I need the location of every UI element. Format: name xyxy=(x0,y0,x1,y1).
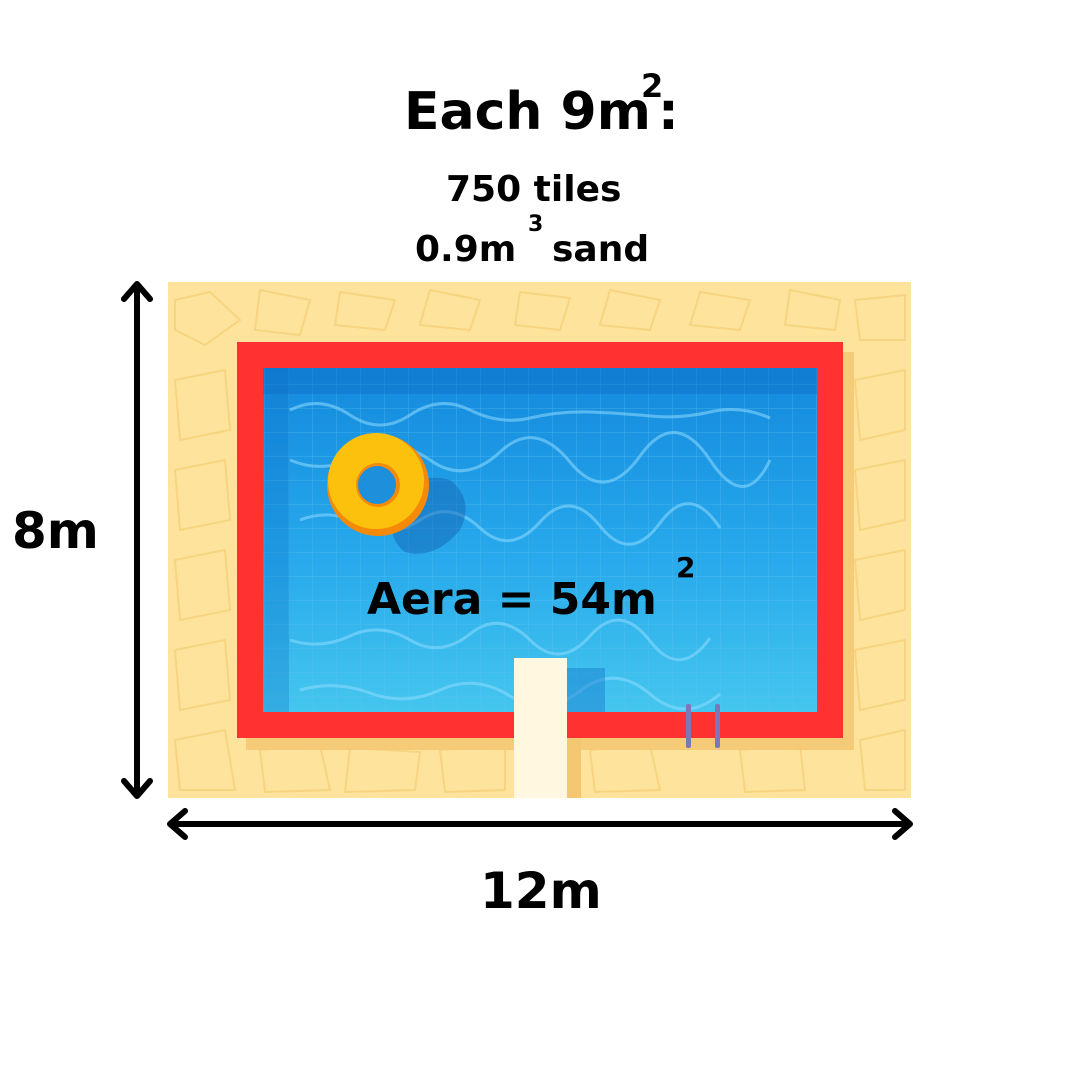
diving-board xyxy=(514,658,605,798)
height-label: 8m xyxy=(12,502,99,560)
area-exponent: 2 xyxy=(676,551,696,584)
height-arrow xyxy=(121,281,153,799)
tiles-requirement: 750 tiles xyxy=(446,169,622,210)
sand-label: sand xyxy=(552,229,650,270)
width-arrow xyxy=(167,808,913,840)
ladder-icon xyxy=(686,704,720,748)
area-label: Aera = 54m xyxy=(367,574,657,625)
width-label: 12m xyxy=(480,862,602,920)
float-ring-icon xyxy=(327,433,429,536)
heading-text: Each 9m xyxy=(404,82,651,142)
heading-colon: : xyxy=(658,82,679,142)
sand-exponent: 3 xyxy=(528,212,544,237)
sand-volume: 0.9m xyxy=(415,229,517,270)
pool-water xyxy=(263,368,817,712)
heading-exponent: 2 xyxy=(641,67,664,105)
